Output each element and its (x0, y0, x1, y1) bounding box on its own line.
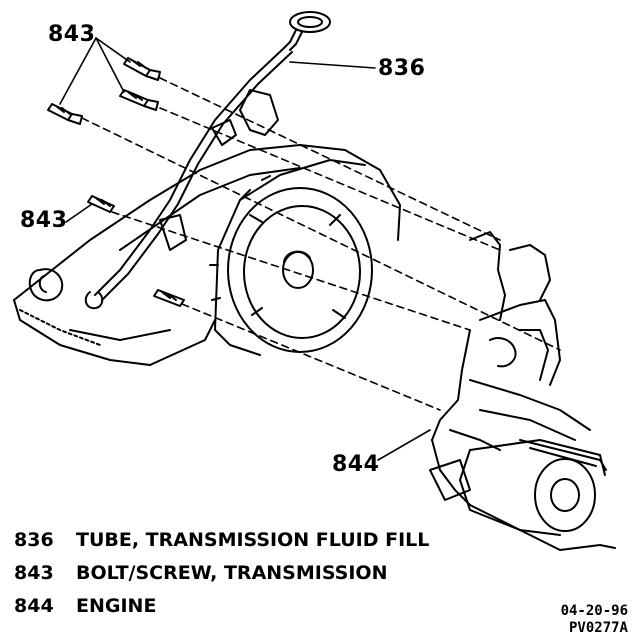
bolt-843-a (123, 57, 161, 81)
legend-description: ENGINE (76, 595, 157, 617)
figure-code: PV0277A (568, 620, 628, 636)
legend-number: 836 (14, 529, 54, 551)
fill-tube-836 (84, 11, 331, 310)
bolt-843-b (119, 89, 159, 111)
callout-843-left: 843 (20, 208, 68, 233)
legend-row-844: 844 ENGINE (14, 590, 484, 623)
legend-description: TUBE, TRANSMISSION FLUID FILL (76, 529, 430, 551)
starter-motor (429, 439, 607, 536)
legend-description: BOLT/SCREW, TRANSMISSION (76, 562, 388, 584)
date-stamp: 04-20-96 (560, 603, 628, 619)
legend-number: 844 (14, 595, 54, 617)
engine-block-844 (431, 231, 591, 551)
bolt-843-d (87, 195, 115, 213)
bellhousing (209, 159, 373, 356)
bolt-843-c (47, 103, 83, 125)
parts-legend: 836 TUBE, TRANSMISSION FLUID FILL 843 BOLT… (14, 524, 484, 623)
callout-836: 836 (378, 56, 426, 81)
callout-844: 844 (332, 452, 380, 477)
alignment-lines (81, 77, 561, 411)
bolt-843-e (153, 289, 185, 307)
callout-843-top: 843 (48, 22, 96, 47)
legend-number: 843 (14, 562, 54, 584)
leader-lines (59, 37, 431, 461)
legend-row-843: 843 BOLT/SCREW, TRANSMISSION (14, 557, 484, 590)
legend-row-836: 836 TUBE, TRANSMISSION FLUID FILL (14, 524, 484, 557)
